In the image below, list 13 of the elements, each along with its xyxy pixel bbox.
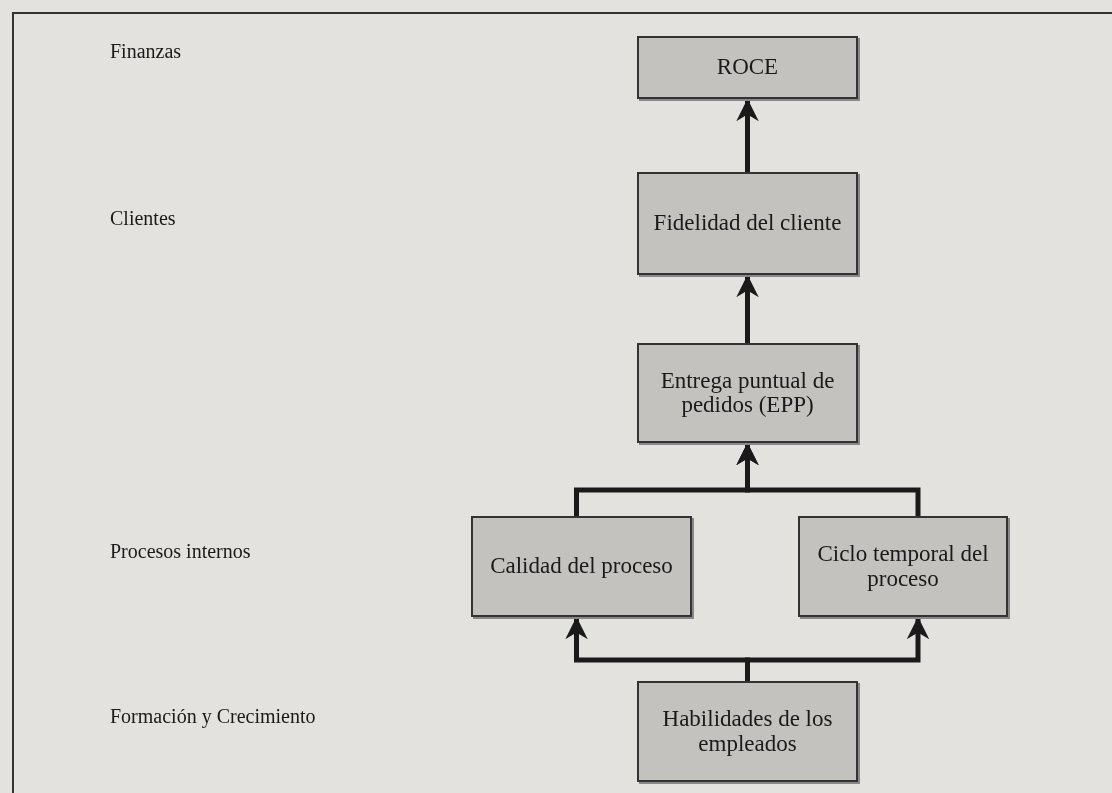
arrow [736, 98, 759, 172]
process-box: Calidad del proceso [471, 516, 692, 617]
perspective-label: Formación y Crecimiento [110, 705, 316, 728]
process-box: ROCE [637, 36, 858, 99]
perspective-label: Finanzas [110, 40, 182, 63]
process-box: Habilidades de los empleados [637, 681, 858, 782]
process-box: Fidelidad del cliente [637, 172, 858, 275]
arrow [736, 274, 759, 343]
arrow [745, 616, 930, 681]
perspective-label: Procesos internos [110, 540, 251, 563]
perspective-label: Clientes [110, 207, 176, 230]
process-box: Entrega puntual de pedidos (EPP) [637, 343, 858, 443]
process-box: Ciclo temporal del proceso [798, 516, 1008, 617]
